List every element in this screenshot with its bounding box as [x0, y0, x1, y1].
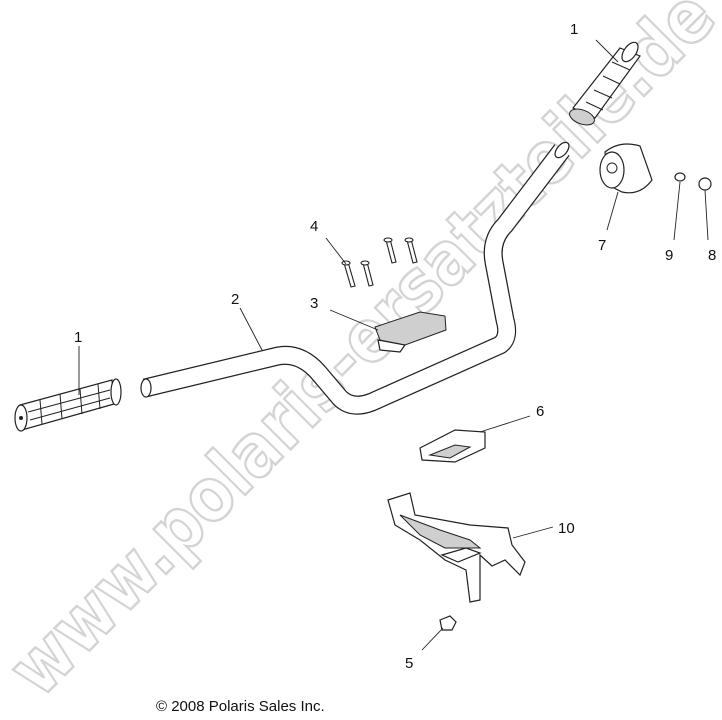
- copyright: © 2008 Polaris Sales Inc.: [156, 698, 325, 715]
- callout-1-right: 1: [570, 21, 578, 38]
- callout-1-left: 1: [74, 329, 82, 346]
- part-9: [674, 172, 686, 182]
- callout-4: 4: [310, 218, 318, 235]
- callout-5: 5: [405, 655, 413, 672]
- clamp-upper: [374, 311, 447, 353]
- leader-lines: [78, 39, 709, 651]
- grip-left: [14, 378, 122, 432]
- callout-7: 7: [598, 237, 606, 254]
- pad: [599, 143, 653, 194]
- clamp-lower: [419, 429, 486, 463]
- grip-right: [569, 41, 641, 126]
- callout-9: 9: [665, 247, 673, 264]
- callout-10: 10: [558, 520, 575, 537]
- callout-2: 2: [231, 291, 239, 308]
- handlebar: [140, 141, 570, 415]
- callout-3: 3: [310, 295, 318, 312]
- nut: [439, 615, 457, 631]
- callout-6: 6: [536, 403, 544, 420]
- callout-8: 8: [708, 247, 716, 264]
- bracket: [387, 492, 526, 603]
- part-8: [698, 177, 712, 191]
